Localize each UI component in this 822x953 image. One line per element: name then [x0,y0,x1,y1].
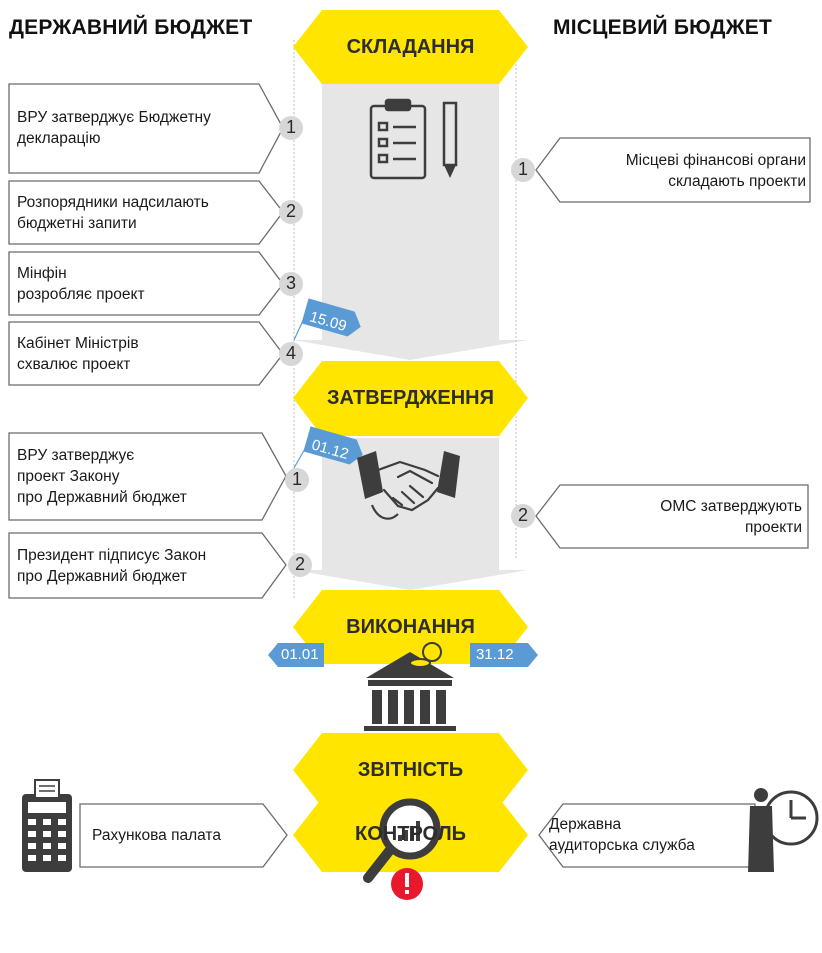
stage-approval: ЗАТВЕРДЖЕННЯ [327,387,494,409]
step-number: 1 [285,117,296,137]
magnifier-chart-icon [363,798,441,883]
local-box-1 [535,137,811,203]
date-01-01: 01.01 [281,646,319,663]
tag-01-01 [268,643,324,667]
step-circle [511,504,535,528]
approval-arrow [293,438,528,590]
stage-approval-shape [293,361,528,436]
step-number: 2 [294,554,305,574]
compilation-arrow [293,80,528,360]
step-number: 1 [291,469,302,489]
tag-15-09 [301,298,361,337]
auditor-clock-icon [748,788,819,872]
local-budget-header: МІСЦЕВИЙ БЮДЖЕТ [553,16,773,39]
accounting-chamber-label: Рахункова палата [92,827,221,844]
stage-compilation: СКЛАДАННЯ [346,36,475,58]
state-box-4 [8,321,284,386]
stage-compilation-shape [293,10,528,84]
step-circle [285,468,309,492]
state-box-2 [8,180,284,245]
step-circle [288,553,312,577]
stage-control: КОНТРОЛЬ [355,823,466,845]
bank-coins-icon [364,642,456,731]
step-circle [279,342,303,366]
step-number: 4 [285,343,296,363]
calculator-icon [22,779,72,872]
pencil-icon [442,101,458,178]
state-box-5 [8,432,287,521]
control-box-state [79,803,288,868]
tag-01-12 [303,426,363,465]
step-number: 3 [285,273,296,293]
step-circle [279,116,303,140]
stage-execution-shape [293,590,528,664]
stage-reporting: ЗВІТНІСТЬ [357,759,464,781]
date-31-12: 31.12 [476,646,514,663]
control-box-local [538,803,756,868]
state-budget-header: ДЕРЖАВНИЙ БЮДЖЕТ [9,16,253,39]
step-circle [511,158,535,182]
stage-execution: ВИКОНАННЯ [346,616,475,638]
local-box-2 [535,484,809,549]
stage-reporting-shape [293,733,528,807]
state-box-3 [8,251,284,316]
step-number: 2 [285,201,296,221]
step-number: 1 [517,159,528,179]
step-circle [279,272,303,296]
step-number: 2 [517,505,528,525]
alert-icon [391,868,423,900]
handshake-icon [357,451,460,520]
state-box-6 [8,532,287,599]
state-box-1 [8,83,284,174]
step-circle [279,200,303,224]
clipboard-checklist-icon [369,98,427,180]
tag-31-12 [470,643,538,667]
